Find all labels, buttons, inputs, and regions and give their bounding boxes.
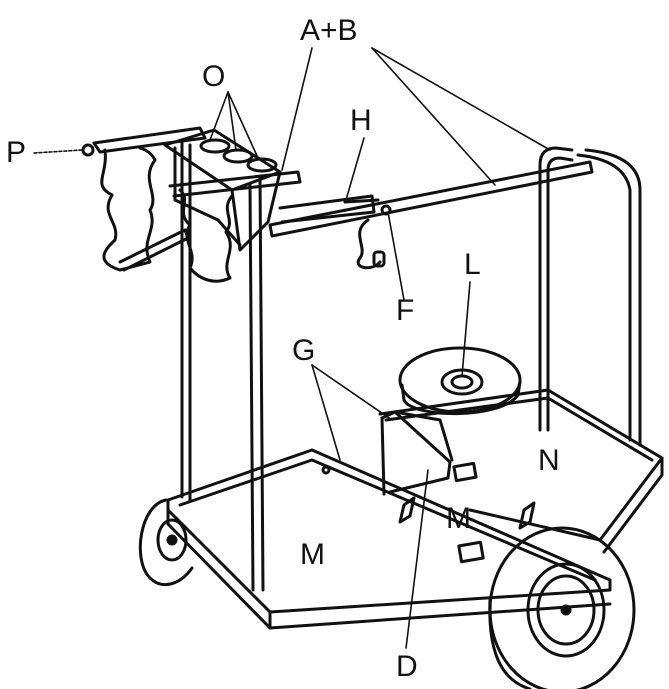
bottle-holder <box>163 128 282 252</box>
rear-posts <box>180 138 265 592</box>
label-l: L <box>464 248 481 281</box>
label-o: O <box>202 60 226 93</box>
label-h: H <box>350 104 372 137</box>
handle-frame <box>538 146 642 447</box>
label-n: N <box>538 444 560 477</box>
label-m-center: M <box>446 502 471 535</box>
front-right-wheel <box>488 526 636 689</box>
label-d: D <box>396 650 418 683</box>
label-m-left: M <box>300 538 325 571</box>
cable-reel <box>398 346 522 416</box>
lower-platform <box>166 448 612 630</box>
hook-bracket <box>81 126 302 283</box>
divider-plate <box>380 410 454 496</box>
hose-arm <box>268 160 594 270</box>
label-f: F <box>396 294 415 327</box>
leader-lines <box>33 47 551 649</box>
label-p: P <box>6 136 27 169</box>
label-a-plus-b: A+B <box>300 14 358 47</box>
rear-left-wheel <box>138 498 194 587</box>
upper-shelf <box>378 388 664 554</box>
label-g: G <box>292 334 316 367</box>
